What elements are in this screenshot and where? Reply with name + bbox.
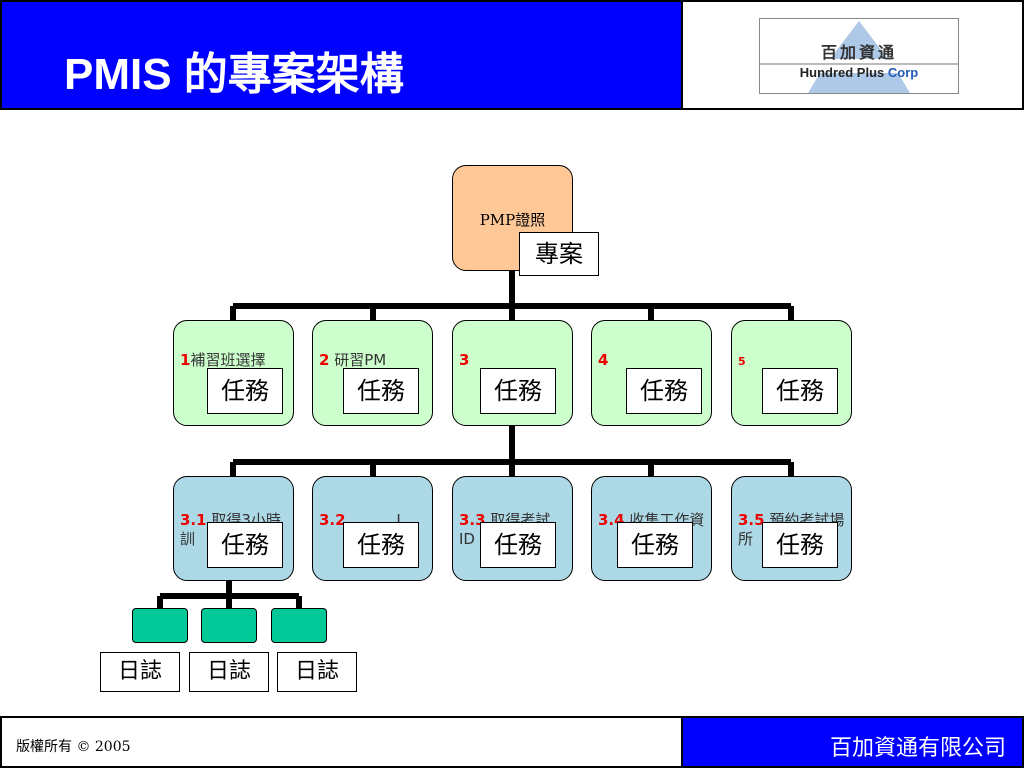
subtask-node-3-3-number: 3.3 [459, 511, 486, 529]
subtask-node-3-2-number: 3.2 [319, 511, 346, 529]
task-node-1-label: 補習班選擇 [190, 351, 266, 369]
company-logo: 百加資通 Hundred Plus Corp [759, 18, 959, 94]
task-node-3-number: 3 [459, 351, 470, 369]
task-node-2-number: 2 [319, 351, 330, 369]
task-tag-1: 任務 [207, 368, 283, 414]
log-node-3[interactable] [271, 608, 327, 643]
company-name: 百加資通有限公司 [829, 736, 1006, 761]
task-tag-2: 任務 [343, 368, 419, 414]
logo-text-cn: 百加資通 [820, 43, 897, 62]
page-title: PMIS 的專案架構 [64, 50, 404, 99]
task-node-2-label: 研習PM [334, 351, 387, 369]
subtask-tag-3-1: 任務 [207, 522, 283, 568]
log-node-2[interactable] [201, 608, 257, 643]
task-node-1-number: 1 [180, 351, 191, 369]
subtask-tag-3-4: 任務 [617, 522, 693, 568]
footer-right: 百加資通有限公司 [683, 716, 1024, 768]
task-node-4-number: 4 [598, 351, 609, 369]
title-bar: PMIS 的專案架構 [0, 0, 683, 110]
task-tag-5: 任務 [762, 368, 838, 414]
subtask-tag-3-2: 任務 [343, 522, 419, 568]
project-tag: 專案 [519, 232, 599, 276]
log-node-1[interactable] [132, 608, 188, 643]
task-tag-3: 任務 [480, 368, 556, 414]
subtask-tag-3-5: 任務 [762, 522, 838, 568]
subtask-node-3-5-number: 3.5 [738, 511, 765, 529]
footer-left: 版權所有 © 2005 [0, 716, 683, 768]
subtask-node-3-2-label: I [396, 511, 401, 529]
log-tag-1: 日誌 [100, 652, 180, 692]
logo-mark-icon [760, 21, 958, 93]
task-tag-4: 任務 [626, 368, 702, 414]
logo-text-en-b: Corp [887, 65, 919, 80]
root-node-label: PMP證照 [479, 211, 546, 229]
task-node-5-number: 5 [738, 355, 746, 368]
logo-area: 百加資通 Hundred Plus Corp [683, 0, 1024, 110]
subtask-node-3-1-number: 3.1 [180, 511, 207, 529]
logo-text-en-a: Hundred Plus [799, 65, 885, 80]
log-tag-3: 日誌 [277, 652, 357, 692]
logo-text-en: Hundred Plus Corp [760, 65, 958, 80]
log-tag-2: 日誌 [189, 652, 269, 692]
copyright-text: 版權所有 © 2005 [16, 739, 131, 755]
subtask-tag-3-3: 任務 [480, 522, 556, 568]
